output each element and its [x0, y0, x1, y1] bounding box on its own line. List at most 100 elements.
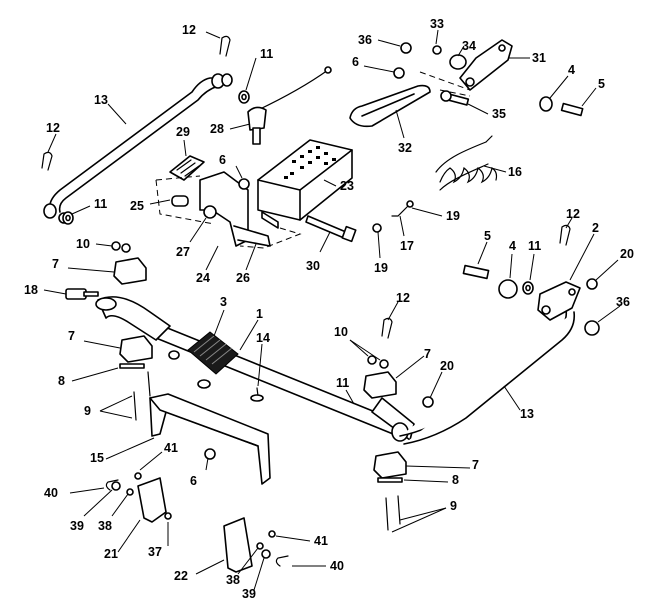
callout-31: 31	[508, 51, 546, 65]
callout-40-a: 40	[44, 486, 105, 500]
callout-13-label: 13	[520, 407, 534, 421]
callout-32: 32	[395, 109, 412, 155]
callout-19-label: 19	[374, 261, 388, 275]
callout-2-label: 2	[592, 221, 599, 235]
callout-26-label: 26	[236, 271, 250, 285]
washer-icon	[498, 279, 518, 299]
callout-39-label: 39	[70, 519, 84, 533]
callout-4-upper: 4	[549, 63, 575, 99]
callout-27: 27	[176, 217, 207, 259]
callout-5-lower: 5	[477, 229, 491, 265]
callout-5-label: 5	[484, 229, 491, 243]
callout-9-a: 9	[84, 395, 133, 419]
callout-2: 2	[569, 221, 599, 281]
grip-icon	[169, 155, 205, 181]
callout-13-label: 13	[94, 93, 108, 107]
callout-24: 24	[196, 245, 219, 285]
callout-36-a: 36	[358, 33, 401, 47]
callout-39-b: 39	[242, 557, 265, 601]
callout-25-label: 25	[130, 199, 144, 213]
nut-icon	[367, 355, 377, 365]
part-lift-rod-left	[43, 73, 233, 224]
callout-32-label: 32	[398, 141, 412, 155]
rockshaft-icon	[95, 296, 415, 442]
strap-icon	[349, 84, 431, 128]
callout-30: 30	[306, 231, 331, 273]
callout-6-label: 6	[352, 55, 359, 69]
assembly-guide-lines	[419, 71, 471, 97]
callout-8-b: 8	[403, 473, 459, 487]
nut-icon	[393, 67, 405, 79]
assembly-guide-lines	[155, 175, 302, 249]
washer-icon	[197, 379, 211, 389]
callout-11-label: 11	[94, 197, 107, 211]
callout-12-d: 12	[387, 291, 410, 321]
callout-41-a: 41	[139, 441, 178, 471]
callout-35: 35	[467, 103, 506, 121]
callout-8-a: 8	[58, 367, 119, 388]
callout-11-a: 11	[245, 47, 273, 91]
callout-38-label: 38	[226, 573, 240, 587]
callout-40-b: 40	[292, 559, 344, 573]
callout-11-label: 11	[528, 239, 541, 253]
callout-36-label: 36	[616, 295, 630, 309]
callout-20-b: 20	[429, 359, 454, 399]
callout-7-b: 7	[68, 329, 121, 349]
callout-23: 23	[323, 179, 354, 193]
callout-17: 17	[399, 215, 414, 253]
callout-14: 14	[256, 331, 270, 387]
callout-6-label: 6	[190, 474, 197, 488]
washer-icon	[539, 96, 553, 112]
plate-icon	[119, 363, 145, 369]
callout-40-label: 40	[44, 486, 58, 500]
spring-icon	[435, 135, 498, 191]
bolt-icon	[305, 215, 357, 243]
callout-17-label: 17	[400, 239, 414, 253]
callout-7-label: 7	[52, 257, 59, 271]
callout-31-label: 31	[532, 51, 546, 65]
callout-11-label: 11	[260, 47, 273, 61]
callout-7-c: 7	[395, 347, 431, 379]
callout-36-b: 36	[597, 295, 630, 323]
callout-9-b: 9	[391, 499, 457, 533]
callout-21: 21	[104, 519, 141, 561]
callout-12-label: 12	[182, 23, 196, 37]
callout-11-label: 11	[336, 376, 349, 390]
callout-14-label: 14	[256, 331, 270, 345]
callout-10-b: 10	[334, 325, 381, 361]
callout-29-label: 29	[176, 125, 190, 139]
callout-7-label: 7	[68, 329, 75, 343]
callout-18: 18	[24, 283, 67, 297]
callout-33: 33	[430, 17, 444, 45]
callout-12-label: 12	[396, 291, 410, 305]
block-icon	[113, 257, 407, 479]
callout-6-label: 6	[219, 153, 226, 167]
nut-icon	[238, 178, 250, 190]
callout-15: 15	[90, 437, 155, 465]
callout-40-label: 40	[330, 559, 344, 573]
callout-22-label: 22	[174, 569, 188, 583]
callout-12-b: 12	[46, 121, 60, 153]
callout-12-label: 12	[46, 121, 60, 135]
bolt-icon	[462, 264, 490, 280]
callout-20-label: 20	[440, 359, 454, 373]
plate-icon	[377, 477, 403, 483]
arm-icon	[537, 281, 581, 321]
nut-icon	[422, 396, 434, 408]
callout-16-label: 16	[508, 165, 522, 179]
nut-icon	[168, 350, 180, 360]
callout-26: 26	[236, 243, 257, 285]
index-plate-icon	[257, 139, 353, 229]
callout-27-label: 27	[176, 245, 190, 259]
callout-7-label: 7	[472, 458, 479, 472]
nut-icon	[372, 223, 382, 233]
callout-11-c: 11	[528, 239, 541, 281]
callout-34-label: 34	[462, 39, 476, 53]
callout-25: 25	[130, 199, 171, 213]
callout-29: 29	[176, 125, 190, 157]
callout-34: 34	[457, 39, 476, 57]
callout-4-label: 4	[568, 63, 575, 77]
callout-22: 22	[174, 559, 225, 583]
callout-6-a: 6	[352, 55, 395, 73]
callout-20-a: 20	[595, 247, 634, 281]
